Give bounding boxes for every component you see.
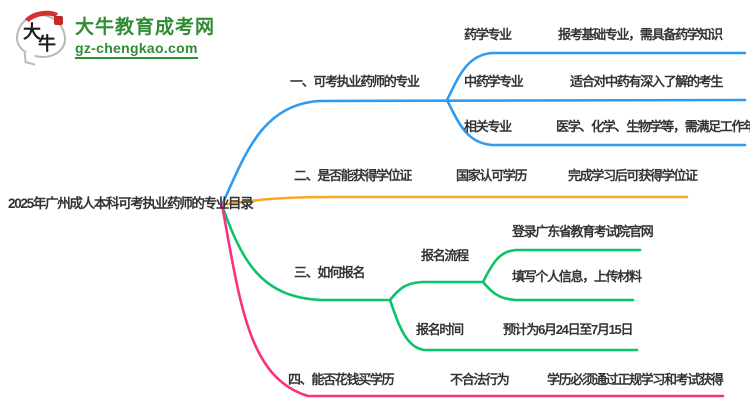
branch-1-label: 一、可考执业药师的专业: [290, 74, 420, 89]
branch3-step1-line: [481, 248, 642, 284]
branch-3-process-step-1: 登录广东省教育考试院官网: [512, 224, 654, 239]
branch-1-child-2-label: 中药学专业: [464, 74, 524, 89]
logo-char-niu: 牛: [38, 33, 56, 54]
branch4-main-line: [220, 203, 725, 398]
branch-4-label: 四、能否花钱买学历: [288, 372, 395, 387]
branch1-main-line: [220, 98, 747, 207]
branch-1-child-1-detail: 报考基础专业，需具备药学知识: [558, 27, 723, 42]
branch3-time-line: [388, 298, 639, 352]
branch2-main-line: [220, 195, 689, 207]
branch-3-time-detail: 预计为6月24日至7月15日: [503, 322, 633, 337]
branch-1-child-3-label: 相关专业: [464, 119, 512, 134]
branch-4-child-1-detail: 学历必须通过正规学习和考试获得: [547, 372, 724, 387]
branch-3-process-label: 报名流程: [421, 248, 469, 263]
logo-red-seal-icon: [54, 15, 63, 25]
branch-3-label: 三、如何报名: [294, 265, 366, 280]
site-logo: 大 牛 大牛教育成考网 gz-chengkao.com: [16, 6, 215, 66]
branch-3-process-step-2: 填写个人信息，上传材料: [512, 269, 642, 284]
site-url: gz-chengkao.com: [75, 40, 198, 59]
branch-1-child-1-label: 药学专业: [464, 27, 512, 42]
branch3-step2-line: [481, 280, 635, 302]
logo-char-da: 大: [23, 21, 41, 42]
logo-bubble-tail: [23, 50, 36, 66]
root-topic: 2025年广州成人本科可考执业药师的专业目录: [8, 196, 254, 211]
logo-text: 大牛教育成考网 gz-chengkao.com: [75, 12, 215, 59]
branch3-main-line: [220, 203, 392, 302]
branch-1-child-2-detail: 适合对中药有深入了解的考生: [570, 74, 723, 89]
branch-3-time-label: 报名时间: [416, 322, 464, 337]
logo-bubble-icon: 大 牛: [16, 6, 68, 66]
branch-1-child-3-detail: 医学、化学、生物学等，需满足工作年限: [556, 119, 750, 134]
branch1-sub1-line: [445, 51, 747, 102]
branch-2-child-1-label: 国家认可学历: [456, 168, 528, 183]
branch-2-child-1-detail: 完成学习后可获得学位证: [568, 168, 698, 183]
branch-2-label: 二、是否能获得学位证: [294, 168, 412, 183]
branch-4-child-1-label: 不合法行为: [450, 372, 510, 387]
branch1-sub3-line: [445, 98, 747, 147]
site-name: 大牛教育成考网: [75, 17, 216, 38]
branch3-process-line: [388, 280, 485, 302]
